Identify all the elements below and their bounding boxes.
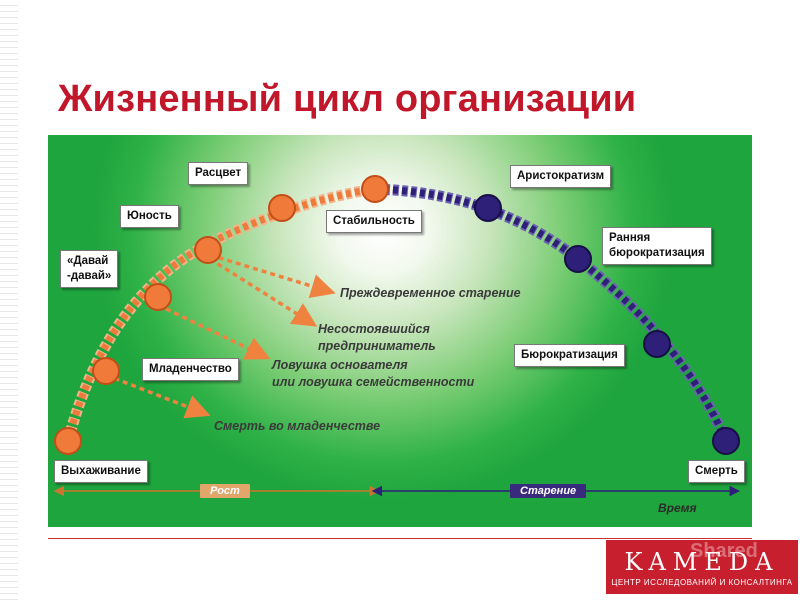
shared-watermark: Shared [690, 540, 758, 562]
trap-text-founder-trap: Ловушка основателя или ловушка семействе… [272, 358, 475, 389]
stage-dot-rannyaya [564, 245, 592, 273]
trap-arrow-failed-entrepreneur [209, 257, 318, 327]
axis-label-aging: Старение [510, 484, 587, 498]
stage-dot-vyzhivanie [54, 427, 82, 455]
logo-subtitle: ЦЕНТР ИССЛЕДОВАНИЙ И КОНСАЛТИНГА [611, 578, 793, 587]
lifecycle-diagram: Выхаживание Младенчество «Давай -давай» … [48, 135, 752, 527]
trap-text-infant-death: Смерть во младенчестве [214, 419, 381, 433]
trap-text-premature-aging: Преждевременное старение [340, 286, 521, 300]
stage-dot-rascvet [268, 194, 296, 222]
slide-left-rule [0, 0, 18, 600]
stage-label-smert: Смерть [688, 460, 745, 483]
slide-title: Жизненный цикл организации [58, 78, 637, 120]
stage-dot-byurokratizaciya [643, 330, 671, 358]
stage-label-yunost: Юность [120, 205, 179, 228]
logo-brand: KAMEDA [624, 548, 780, 576]
axis-label-time: Время [658, 501, 697, 515]
stage-dot-yunost [194, 236, 222, 264]
stage-label-rannyaya: Ранняя бюрократизация [602, 227, 712, 265]
stage-label-vyzhivanie: Выхаживание [54, 460, 148, 483]
axis-label-growth: Рост [200, 484, 250, 498]
trap-text-failed-entrepreneur: Несостоявшийся предприниматель [318, 322, 436, 353]
stage-dot-mladenchestvo [92, 357, 120, 385]
slide-bottom-rule [48, 538, 752, 539]
stage-label-byurokratizaciya: Бюрократизация [514, 344, 625, 367]
trap-arrow-founder-trap [157, 303, 271, 360]
kameda-logo: KAMEDA ЦЕНТР ИССЛЕДОВАНИЙ И КОНСАЛТИНГА [606, 540, 798, 594]
stage-label-rascvet: Расцвет [188, 162, 249, 185]
stage-label-stabilnost: Стабильность [326, 210, 422, 233]
stage-dot-smert [712, 427, 740, 455]
stage-label-davai: «Давай -давай» [60, 250, 119, 288]
lifecycle-curve-svg [53, 175, 741, 497]
stage-label-mladenchestvo: Младенчество [142, 358, 239, 381]
trap-arrow-premature-aging [209, 253, 336, 298]
stage-dot-stabilnost [361, 175, 389, 203]
stage-label-aristokratizm: Аристократизм [510, 165, 612, 188]
stage-dot-davai [144, 283, 172, 311]
stage-dot-aristokratizm [474, 194, 502, 222]
